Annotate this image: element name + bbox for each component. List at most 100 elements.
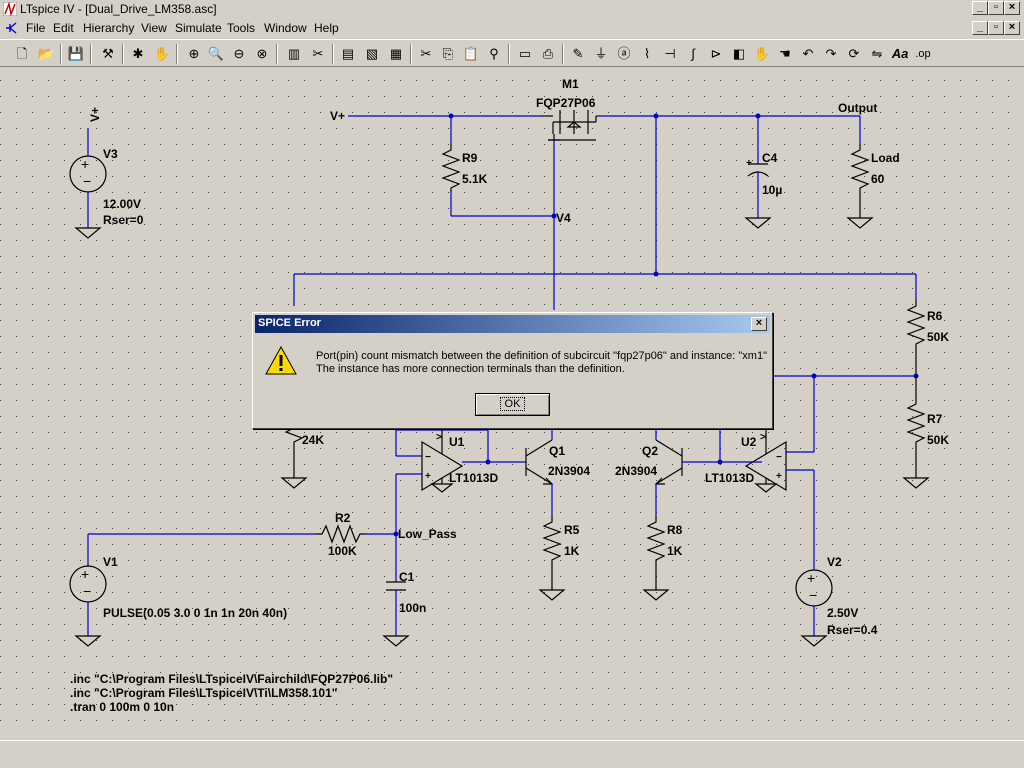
load-value: 60 [871, 172, 885, 186]
ltspice-app-icon[interactable] [3, 2, 17, 16]
maximize-button[interactable]: ▫ [988, 1, 1004, 15]
print-icon[interactable]: ⎙ [542, 46, 554, 61]
menu-view[interactable]: View [141, 21, 167, 35]
schematic-doc-icon[interactable] [4, 21, 18, 35]
doc-restore-button[interactable]: ▫ [988, 21, 1004, 35]
save-icon[interactable]: 💾 [67, 46, 85, 61]
u2-opamp[interactable]: − + > [744, 430, 815, 570]
svg-text:−: − [776, 452, 782, 463]
v1-name: V1 [103, 555, 118, 569]
inductor-icon[interactable]: ∫ [691, 46, 695, 61]
pan-icon[interactable]: 🔍 [207, 46, 225, 61]
menu-simulate[interactable]: Simulate [175, 21, 222, 35]
delete-trace-icon[interactable]: ✂ [312, 46, 324, 61]
autorange-icon[interactable]: ▥ [287, 46, 301, 61]
zoom-in-icon[interactable]: ⊕ [188, 46, 200, 61]
svg-text:+: + [81, 566, 89, 582]
left-divider-value: 24K [302, 433, 324, 447]
component-icon[interactable]: ◧ [732, 46, 746, 61]
draw-wire-icon[interactable]: ✎ [572, 46, 584, 61]
r2-value: 100K [328, 544, 357, 558]
v1-source[interactable]: + − [69, 534, 107, 647]
svg-text:+: + [746, 158, 752, 169]
drag-hand-icon[interactable]: ☚ [779, 46, 791, 61]
diode-icon[interactable]: ⊳ [710, 46, 722, 61]
control-panel-icon[interactable]: ⚒ [102, 46, 114, 61]
u1-opamp[interactable]: − + > [395, 429, 526, 582]
load-resistor[interactable] [846, 116, 874, 229]
r6-resistor[interactable] [906, 300, 926, 376]
mirror-icon[interactable]: ⇋ [871, 46, 883, 61]
zoom-fit-icon[interactable]: ⊗ [256, 46, 268, 61]
ok-button-label: OK [499, 397, 526, 411]
open-folder-icon[interactable]: 📂 [37, 46, 55, 61]
toolbar-separator [508, 44, 510, 64]
c1-capacitor[interactable] [382, 581, 410, 647]
r2-resistor[interactable] [88, 524, 399, 544]
copy-icon[interactable]: ⎘ [442, 46, 454, 61]
label-net-icon[interactable]: ⓐ [617, 46, 631, 61]
menu-file[interactable]: File [26, 21, 46, 35]
paste-icon[interactable]: 📋 [462, 46, 480, 61]
u2-value: LT1013D [705, 471, 754, 485]
minimize-button[interactable]: _ [972, 1, 988, 15]
m1-mosfet[interactable] [541, 110, 597, 141]
toolbar-separator [332, 44, 334, 64]
resistor-icon[interactable]: ⌇ [643, 46, 651, 61]
undo-icon[interactable]: ↶ [802, 46, 814, 61]
menu-hierarchy[interactable]: Hierarchy [83, 21, 135, 35]
cascade-windows-icon[interactable]: ▦ [389, 46, 403, 61]
menu-window[interactable]: Window [264, 21, 307, 35]
menu-edit[interactable]: Edit [53, 21, 74, 35]
move-hand-icon[interactable]: ✋ [753, 46, 771, 61]
doc-close-button[interactable]: × [1004, 21, 1020, 35]
spice-directive-line[interactable]: .inc "C:\Program Files\LTspiceIV\Ti\LM35… [70, 686, 337, 700]
dialog-title-bar[interactable]: SPICE Error × [255, 315, 770, 333]
menu-tools[interactable]: Tools [227, 21, 256, 35]
cut-icon[interactable]: ✂ [420, 46, 432, 61]
redo-icon[interactable]: ↷ [825, 46, 837, 61]
u2-name: U2 [741, 435, 757, 449]
r7-resistor[interactable] [902, 376, 930, 489]
find-binoculars-icon[interactable]: ⚲ [489, 46, 499, 61]
ok-button[interactable]: OK [475, 393, 550, 416]
c4-value: 10µ [762, 183, 782, 197]
tile-vertical-icon[interactable]: ▧ [365, 46, 379, 61]
spice-directive-icon[interactable]: .op [915, 48, 931, 60]
v3-source[interactable]: + − [69, 128, 107, 239]
r5-resistor[interactable] [538, 516, 566, 601]
c4-capacitor[interactable]: + [744, 116, 772, 229]
q2-transistor[interactable] [654, 430, 762, 516]
svg-text:+: + [81, 156, 89, 172]
r9-value: 5.1K [462, 172, 488, 186]
doc-minimize-button[interactable]: _ [972, 21, 988, 35]
q1-transistor[interactable] [525, 430, 554, 516]
print-setup-icon[interactable]: ▭ [518, 46, 532, 61]
run-icon[interactable]: ✱ [132, 46, 144, 61]
left-divider-resistor[interactable] [280, 427, 308, 489]
zoom-out-icon[interactable]: ⊖ [233, 46, 245, 61]
dialog-close-button[interactable]: × [751, 317, 767, 331]
spice-directive-line[interactable]: .tran 0 100m 0 10n [70, 700, 174, 714]
capacitor-icon[interactable]: ⊣ [664, 46, 676, 61]
title-bar: LTspice IV - [Dual_Drive_LM358.asc] _ ▫ … [0, 0, 1024, 18]
close-window-button[interactable]: × [1004, 1, 1020, 15]
toolbar-separator [562, 44, 564, 64]
halt-hand-icon[interactable]: ✋ [153, 46, 171, 61]
spice-directive-line[interactable]: .inc "C:\Program Files\LTspiceIV\Fairchi… [70, 672, 393, 686]
rotate-icon[interactable]: ⟳ [848, 46, 860, 61]
v3-value: 12.00V [103, 197, 141, 211]
v2-source[interactable]: + − [795, 569, 833, 647]
menu-help[interactable]: Help [314, 21, 339, 35]
r6-value: 50K [927, 330, 949, 344]
toolbar-separator [122, 44, 124, 64]
r8-resistor[interactable] [642, 516, 670, 601]
text-tool-icon[interactable]: Aa [891, 46, 909, 61]
tile-horizontal-icon[interactable]: ▤ [341, 46, 355, 61]
v3-rser: Rser=0 [103, 213, 144, 227]
ground-icon[interactable]: ⏚ [594, 46, 608, 61]
new-schematic-icon[interactable]: 🗋 [16, 46, 28, 61]
r9-resistor[interactable] [441, 144, 461, 192]
u1-name: U1 [449, 435, 465, 449]
svg-text:−: − [83, 583, 91, 599]
